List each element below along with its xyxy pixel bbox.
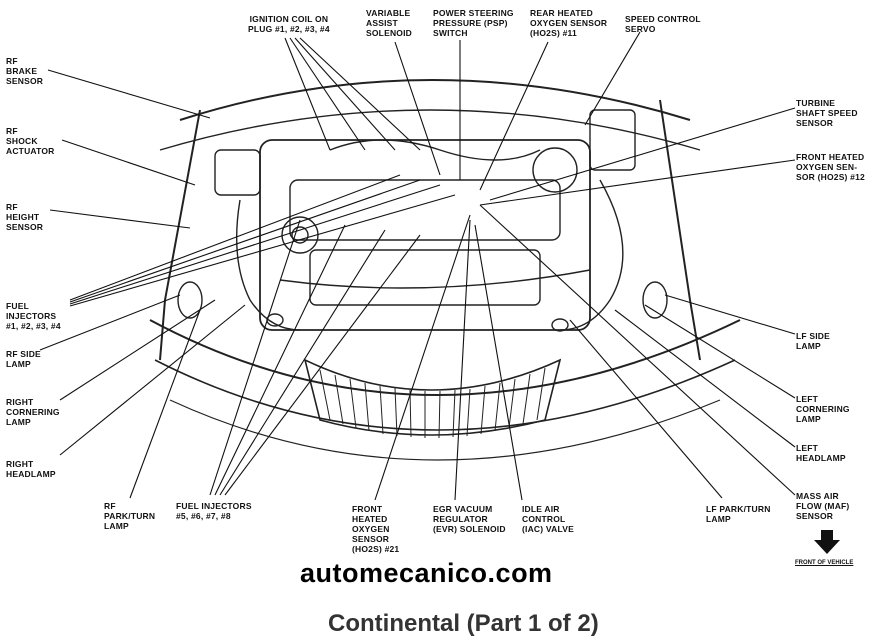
label-right-cornering-lamp: RIGHT CORNERING LAMP [6, 397, 60, 427]
label-iac-valve: IDLE AIR CONTROL (IAC) VALVE [522, 504, 574, 534]
label-rf-shock-actuator: RF SHOCK ACTUATOR [6, 126, 55, 156]
label-fuel-injectors-5-8: FUEL INJECTORS #5, #6, #7, #8 [176, 501, 252, 521]
watermark: automecanico.com [300, 558, 553, 588]
label-rf-park-turn-lamp: RF PARK/TURN LAMP [104, 501, 156, 531]
label-rf-height-sensor: RF HEIGHT SENSOR [6, 202, 44, 232]
diagram-caption: Continental (Part 1 of 2) [328, 610, 599, 637]
label-psp-switch: POWER STEERING PRESSURE (PSP) SWITCH [433, 8, 514, 38]
label-front-ho2s-12: FRONT HEATED OXYGEN SEN- SOR (HO2S) #12 [796, 152, 865, 182]
label-ignition-coil: IGNITION COIL ON PLUG #1, #2, #3, #4 [248, 14, 330, 34]
engine-illustration [149, 79, 741, 461]
label-rear-ho2s: REAR HEATED OXYGEN SENSOR (HO2S) #11 [530, 8, 608, 38]
label-speed-control-servo: SPEED CONTROL SERVO [625, 14, 701, 34]
label-right-headlamp: RIGHT HEADLAMP [6, 459, 56, 479]
label-left-cornering-lamp: LEFT CORNERING LAMP [796, 394, 850, 424]
label-turbine-shaft-speed-sensor: TURBINE SHAFT SPEED SENSOR [796, 98, 858, 128]
leader-lines [39, 31, 796, 501]
label-egr-vacuum-regulator: EGR VACUUM REGULATOR (EVR) SOLENOID [433, 504, 506, 534]
label-lf-side-lamp: LF SIDE LAMP [796, 331, 830, 351]
label-front-ho2s-21: FRONT HEATED OXYGEN SENSOR (HO2S) #21 [352, 504, 400, 554]
label-fuel-injectors-1-4: FUEL INJECTORS #1, #2, #3, #4 [6, 301, 61, 331]
front-of-vehicle-label: FRONT OF VEHICLE [795, 560, 854, 566]
label-rf-side-lamp: RF SIDE LAMP [6, 349, 41, 369]
label-maf-sensor: MASS AIR FLOW (MAF) SENSOR [796, 491, 850, 521]
front-of-vehicle-arrow-icon [814, 530, 840, 554]
label-rf-brake-sensor: RF BRAKE SENSOR [6, 56, 44, 86]
label-variable-assist-solenoid: VARIABLE ASSIST SOLENOID [366, 8, 412, 38]
label-left-headlamp: LEFT HEADLAMP [796, 443, 846, 463]
label-lf-park-turn-lamp: LF PARK/TURN LAMP [706, 504, 771, 524]
